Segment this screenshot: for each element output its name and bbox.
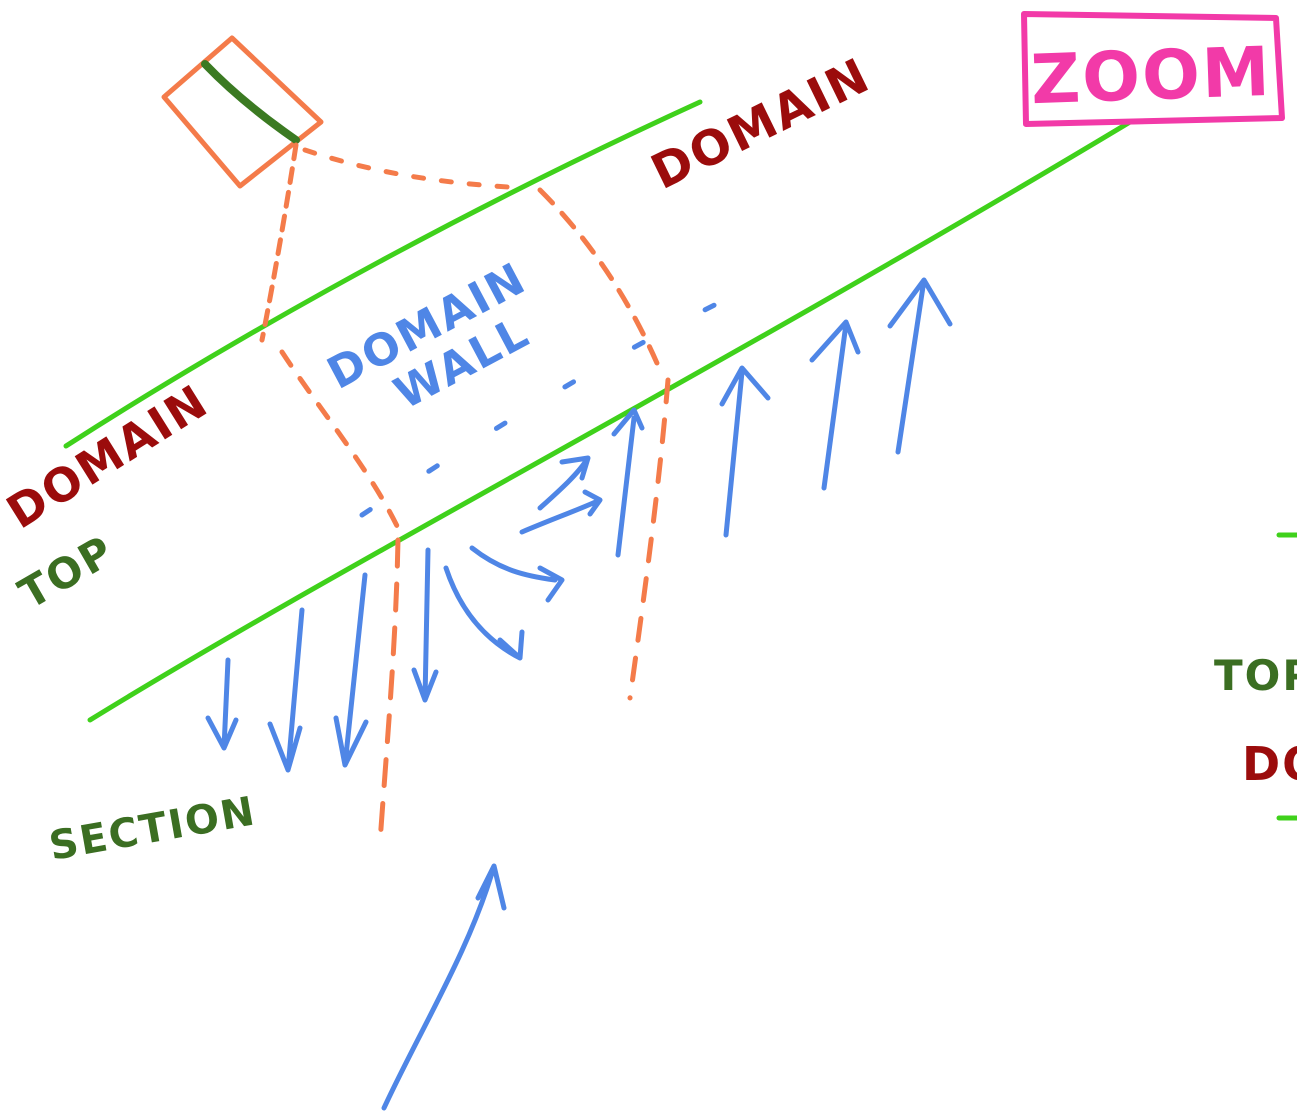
up-spin-arrows [719, 277, 953, 538]
rotating-arrow-4 [537, 455, 591, 511]
probe-tip-mark [201, 60, 300, 144]
wall-dashed-right-upper [537, 187, 663, 373]
down-arrow-3 [333, 572, 369, 768]
rotating-arrow-1 [443, 565, 525, 661]
zoom-pointer-arrow [381, 863, 507, 1111]
wall-dashed-right-lower [627, 377, 671, 701]
up-arrow-1 [719, 365, 771, 538]
zoom-box [1021, 11, 1285, 127]
up-arrow-3 [887, 277, 953, 455]
wall-dashed-top [302, 147, 528, 191]
domain-label-upper: DOMAIN [643, 47, 879, 201]
rotating-arrow-3 [519, 489, 603, 535]
down-arrow-2 [267, 607, 305, 773]
zoom-label: ZOOM [1030, 33, 1273, 120]
down-spin-arrows [205, 547, 439, 773]
down-arrow-1 [205, 657, 239, 751]
domain-label-left: DOMAIN [0, 374, 218, 540]
lower-domain-line [87, 119, 1133, 723]
wall-dashed-left-middle [279, 349, 401, 531]
domain-label-right: DO [1242, 737, 1297, 791]
rotating-arrow-5 [611, 407, 645, 558]
rotating-arrow-2 [469, 545, 565, 603]
top-label-right: TOP [1214, 651, 1297, 700]
section-label: SECTION [46, 788, 260, 870]
wall-dashed-left-lower [377, 537, 401, 845]
upper-domain-line [63, 99, 703, 449]
up-arrow-2 [809, 319, 861, 491]
rotating-spin-arrows [443, 407, 645, 661]
wall-dashed-left-upper [259, 142, 299, 343]
down-arrow-4 [411, 547, 439, 703]
probe-rectangle [161, 35, 324, 189]
top-label-left: TOP [11, 526, 123, 619]
